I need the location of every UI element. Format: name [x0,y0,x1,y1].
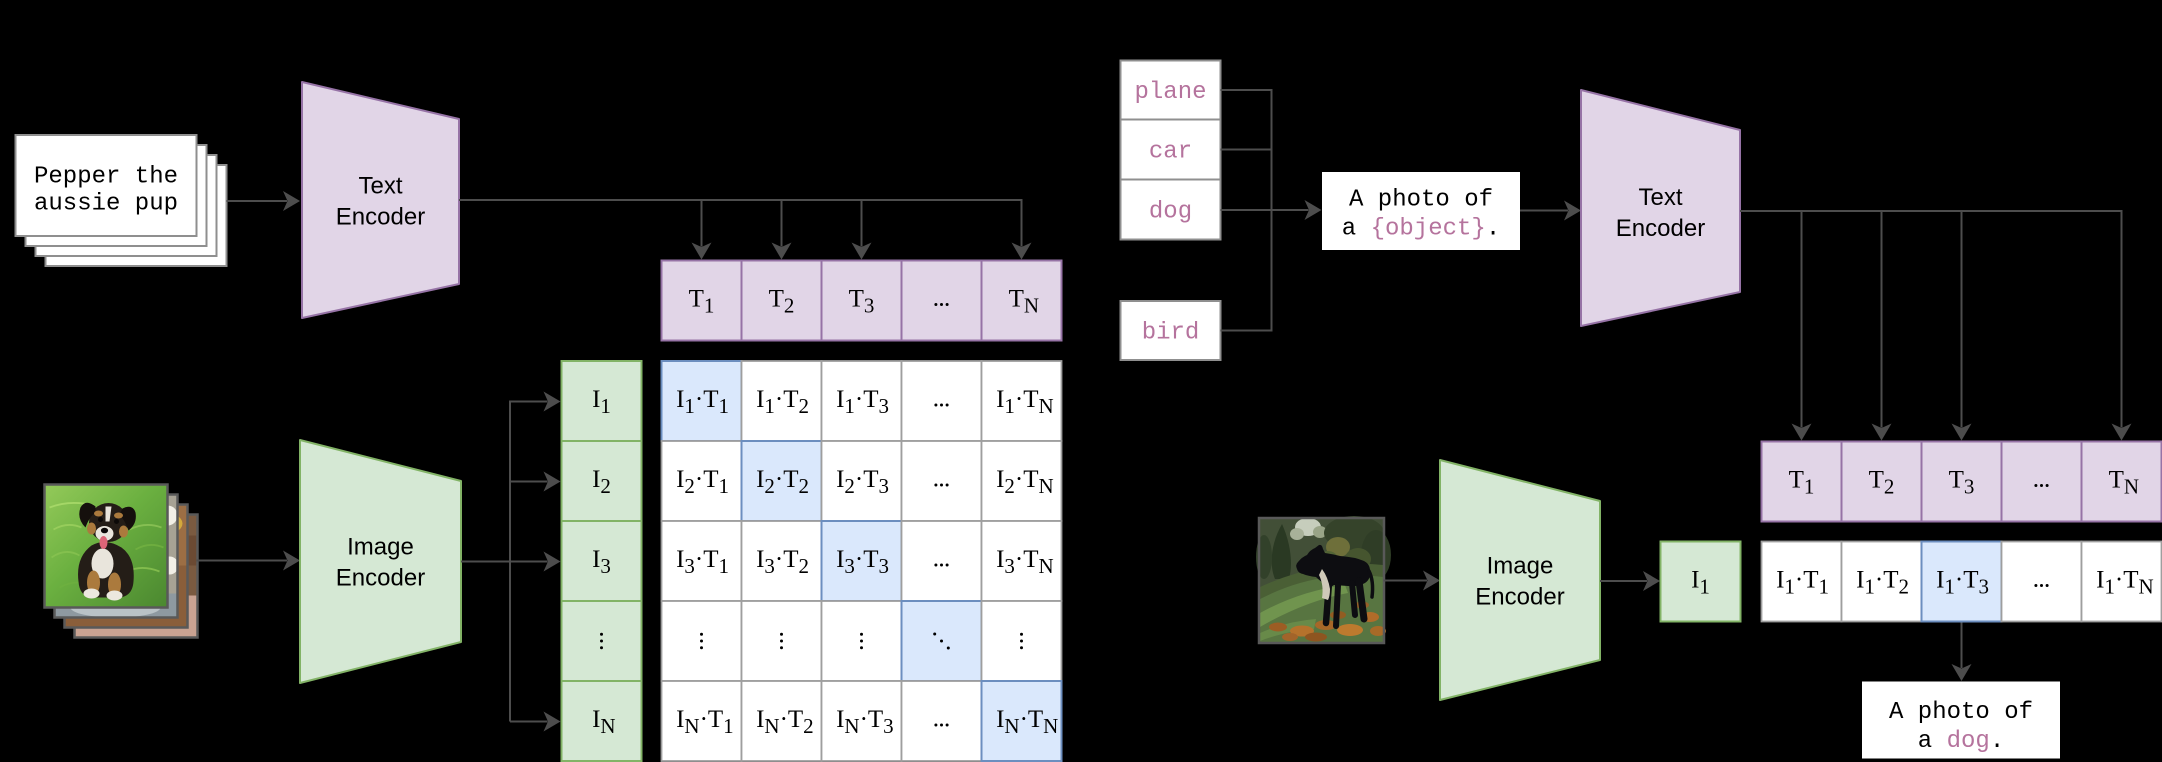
svg-text:I1​·T1​: I1​·T1​ [1776,567,1829,599]
svg-text:IN​·T3​: IN​·T3​ [836,706,894,738]
svg-text:T1​: T1​ [689,286,715,318]
svg-text:Encoder: Encoder [1475,584,1564,611]
svg-text:TN​: TN​ [2109,467,2139,499]
svg-text:I1​·T1​: I1​·T1​ [676,386,729,418]
svg-text:I3​·T3​: I3​·T3​ [836,546,889,578]
svg-text:I1​·T3​: I1​·T3​ [836,386,889,418]
svg-text:Encoder: Encoder [336,565,425,592]
svg-text:I2​·T1​: I2​·T1​ [676,466,729,498]
svg-text:Text: Text [1638,184,1682,211]
svg-text:I1​: I1​ [1691,567,1710,599]
svg-text:I3​·TN​: I3​·TN​ [996,546,1054,578]
svg-text:dog: dog [1149,199,1192,226]
svg-text:T2​: T2​ [769,286,795,318]
svg-text:IN​·T1​: IN​·T1​ [676,706,734,738]
svg-text:Pepper the: Pepper the [34,164,178,191]
svg-text:I2​·T2​: I2​·T2​ [756,466,809,498]
svg-text:I2​·T3​: I2​·T3​ [836,466,889,498]
svg-text:I1​·T3​: I1​·T3​ [1936,567,1989,599]
svg-text:Text: Text [358,173,402,200]
svg-text:a dog.: a dog. [1918,728,2004,755]
svg-text:car: car [1149,139,1192,166]
svg-text:Image: Image [347,534,414,561]
svg-text:A photo of: A photo of [1889,699,2033,726]
svg-text:I3​·T2​: I3​·T2​ [756,546,809,578]
svg-text:T2​: T2​ [1869,467,1895,499]
svg-text:IN​·TN​: IN​·TN​ [996,706,1058,738]
svg-text:I1​·TN​: I1​·TN​ [996,386,1054,418]
svg-text:a {object}.: a {object}. [1342,216,1500,243]
svg-text:I1​·T2​: I1​·T2​ [1856,567,1909,599]
svg-text:I2​: I2​ [592,466,611,498]
svg-text:plane: plane [1134,79,1206,106]
svg-text:I2​·TN​: I2​·TN​ [996,466,1054,498]
svg-text:aussie pup: aussie pup [34,191,178,218]
svg-text:I1​·T2​: I1​·T2​ [756,386,809,418]
svg-text:I3​·T1​: I3​·T1​ [676,546,729,578]
svg-text:IN​: IN​ [592,706,616,738]
svg-text:TN​: TN​ [1009,286,1039,318]
svg-text:Image: Image [1487,553,1554,580]
svg-text:I3​: I3​ [592,546,611,578]
svg-text:T3​: T3​ [849,286,875,318]
svg-text:bird: bird [1142,320,1200,347]
svg-text:A photo of: A photo of [1349,187,1493,214]
svg-text:Encoder: Encoder [336,204,425,231]
svg-text:I1​·TN​: I1​·TN​ [2096,567,2154,599]
svg-text:I1​: I1​ [592,386,611,418]
svg-text:IN​·T2​: IN​·T2​ [756,706,814,738]
svg-text:T1​: T1​ [1789,467,1815,499]
svg-text:Encoder: Encoder [1616,215,1705,242]
svg-text:T3​: T3​ [1949,467,1975,499]
